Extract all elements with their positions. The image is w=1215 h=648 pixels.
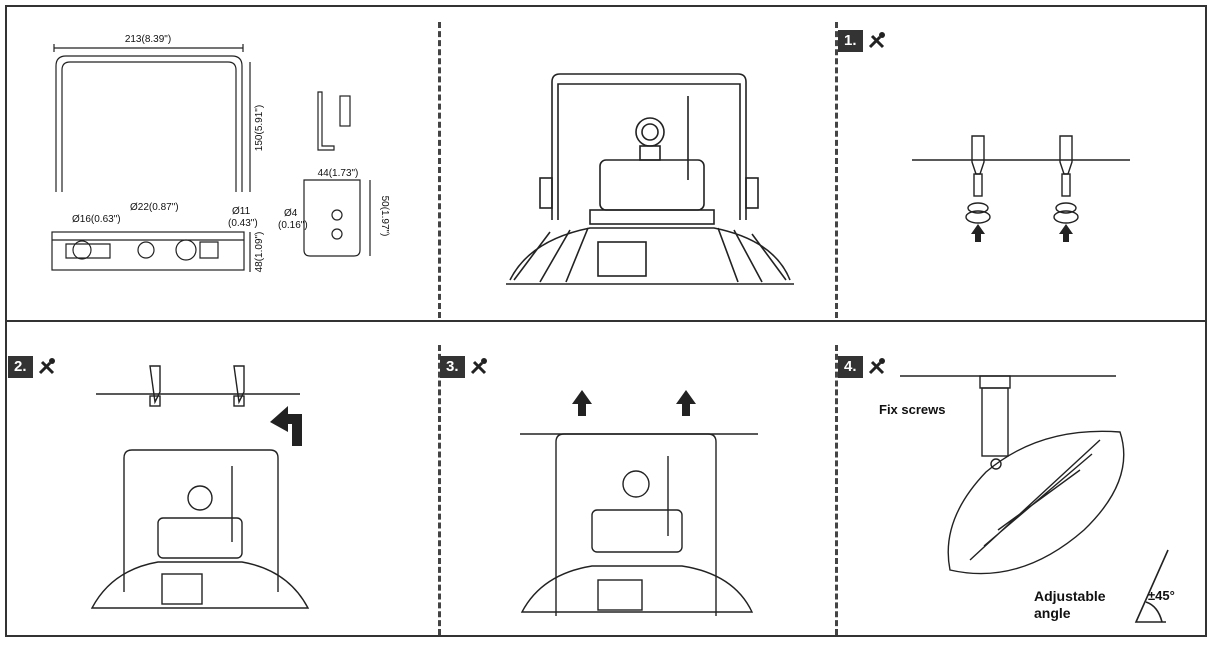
- dim-slot-b: (0.43"): [228, 218, 258, 229]
- dim-clip-width: 44(1.73"): [318, 168, 359, 179]
- column-divider-1: [438, 22, 441, 318]
- step-4-illustration: [900, 375, 1169, 623]
- step-3-illustration: [520, 390, 758, 616]
- tools-icon: [868, 32, 885, 49]
- step-3-badge: 3.: [440, 356, 465, 378]
- dim-clip-height: 50(1.97"): [379, 196, 390, 237]
- step-2-illustration: [90, 365, 310, 609]
- dim-hole-small: Ø16(0.63"): [72, 214, 121, 225]
- dim-height: 150(5.91"): [254, 105, 265, 151]
- dim-base-height: 48(1.09"): [254, 232, 265, 273]
- dim-clip-hole-b: (0.16"): [278, 220, 308, 231]
- dim-slot-a: Ø11: [232, 206, 251, 217]
- step-4-badge: 4.: [838, 356, 863, 378]
- angle-label: angle: [1034, 605, 1071, 621]
- step-3-header: 3.: [440, 356, 491, 378]
- tools-icon: [868, 358, 885, 375]
- tools-icon: [470, 358, 487, 375]
- step-4-header: 4.: [838, 356, 889, 378]
- row-divider: [5, 320, 1207, 322]
- fix-screws-label: Fix screws: [879, 402, 946, 417]
- luminaire-front-view: [506, 73, 794, 285]
- column-divider-4: [835, 345, 838, 635]
- dim-hole-large: Ø22(0.87"): [130, 202, 179, 213]
- step-1-header: 1.: [838, 30, 889, 52]
- adjustable-label: Adjustable: [1034, 588, 1106, 604]
- dim-clip-hole-a: Ø4: [284, 208, 298, 219]
- column-divider-3: [438, 345, 441, 635]
- step-2-badge: 2.: [8, 356, 33, 378]
- tools-icon: [38, 358, 55, 375]
- step-1-illustration: [912, 135, 1130, 242]
- step-1-badge: 1.: [838, 30, 863, 52]
- dim-width: 213(8.39"): [125, 34, 171, 45]
- column-divider-2: [835, 22, 838, 318]
- step-2-header: 2.: [8, 356, 59, 378]
- angle-value: ±45°: [1148, 588, 1175, 603]
- dimension-drawing: 213(8.39") 150(5.91") Ø22(0.87") Ø16(0.6…: [51, 34, 390, 273]
